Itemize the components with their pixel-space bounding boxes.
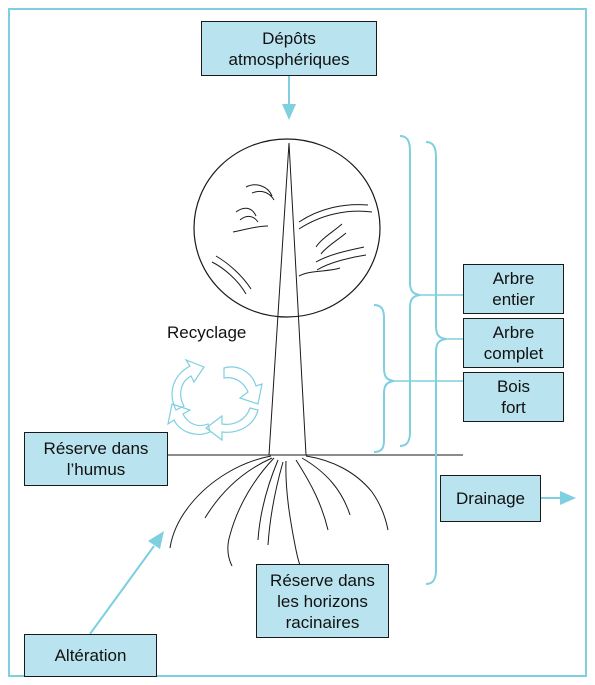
bois-fort-line-2: fort xyxy=(501,397,526,418)
reserve-horizons-line-1: Réserve dans xyxy=(270,570,375,591)
arbre-entier-line-2: entier xyxy=(492,289,535,310)
depots-atmospheriques-box: Dépôts atmosphériques xyxy=(201,21,377,76)
brace-bois-fort xyxy=(374,305,463,452)
alteration-label: Altération xyxy=(55,645,127,666)
tree-trunk xyxy=(269,143,306,455)
depots-line-2: atmosphériques xyxy=(229,49,350,70)
reserve-horizons-line-2: les horizons xyxy=(277,591,368,612)
alteration-box: Altération xyxy=(24,634,157,677)
drainage-arrow xyxy=(541,491,576,505)
reserve-horizons-box: Réserve dans les horizons racinaires xyxy=(256,564,389,638)
drainage-box: Drainage xyxy=(440,475,541,522)
depots-line-1: Dépôts xyxy=(262,28,316,49)
bois-fort-line-1: Bois xyxy=(497,376,530,397)
reserve-humus-line-2: l’humus xyxy=(67,459,126,480)
arbre-entier-box: Arbre entier xyxy=(463,264,564,314)
arbre-entier-line-1: Arbre xyxy=(493,268,535,289)
tree-canopy xyxy=(194,139,380,317)
depots-arrow xyxy=(282,76,296,120)
reserve-horizons-line-3: racinaires xyxy=(286,612,360,633)
reserve-humus-box: Réserve dans l’humus xyxy=(24,432,168,486)
arbre-complet-box: Arbre complet xyxy=(463,318,564,368)
arbre-complet-line-1: Arbre xyxy=(493,322,535,343)
recyclage-label: Recyclage xyxy=(167,323,246,343)
drainage-label: Drainage xyxy=(456,488,525,509)
tree-roots xyxy=(170,456,388,570)
alteration-arrow xyxy=(90,531,164,634)
brace-arbre-entier xyxy=(400,136,463,446)
reserve-humus-line-1: Réserve dans xyxy=(44,438,149,459)
bois-fort-box: Bois fort xyxy=(463,372,564,422)
arbre-complet-line-2: complet xyxy=(484,343,544,364)
recycle-arrows-icon xyxy=(168,360,262,440)
